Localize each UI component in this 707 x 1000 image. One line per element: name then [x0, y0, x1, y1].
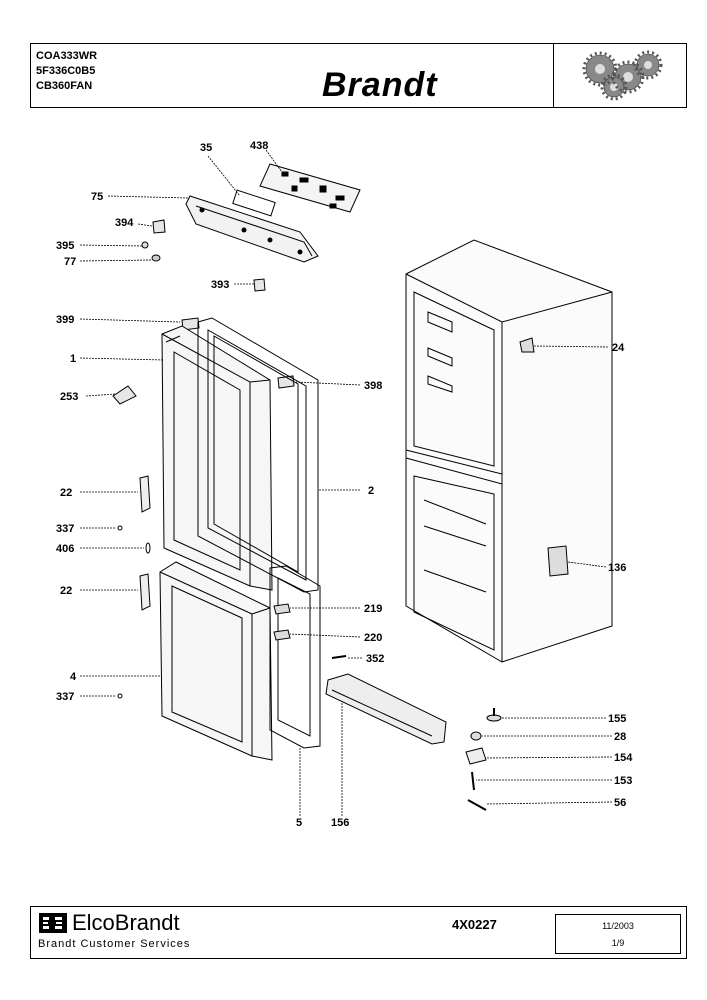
cabinet-drawing: [405, 239, 613, 663]
model-code: 5F336C0B5: [36, 65, 96, 77]
part-label: 5: [296, 817, 302, 829]
part-label: 406: [56, 543, 74, 555]
part-label: 395: [56, 240, 74, 252]
model-code: CB360FAN: [36, 80, 93, 92]
circuit-board-drawing: [259, 163, 361, 213]
elcobrandt-logo-icon: [38, 912, 68, 939]
part-label: 156: [331, 817, 349, 829]
brand-logo: Brandt: [322, 66, 438, 104]
model-list: COA333WR 5F336C0B5 CB360FAN: [36, 49, 97, 94]
part-label: 220: [364, 632, 382, 644]
part-label: 438: [250, 140, 268, 152]
part-label: 337: [56, 523, 74, 535]
service-name: Brandt Customer Services: [38, 938, 191, 950]
part-label: 155: [608, 713, 626, 725]
part-label: 219: [364, 603, 382, 615]
plinth-drawing: [325, 673, 447, 745]
part-label: 337: [56, 691, 74, 703]
part-label: 4: [70, 671, 77, 683]
part-label: 35: [200, 142, 212, 154]
part-label: 153: [614, 775, 632, 787]
part-label: 24: [612, 342, 625, 354]
part-label: 398: [364, 380, 382, 392]
company-name: ElcoBrandt: [72, 910, 180, 935]
part-label: 136: [608, 562, 626, 574]
upper-gasket-drawing: [197, 317, 319, 593]
part-label: 154: [614, 752, 633, 764]
part-label: 393: [211, 279, 229, 291]
part-label: 399: [56, 314, 74, 326]
part-label: 22: [60, 585, 72, 597]
gear-logo-box: [553, 43, 688, 108]
part-label: 253: [60, 391, 78, 403]
upper-door-drawing: [161, 325, 273, 591]
part-label: 75: [91, 191, 103, 203]
control-panel-drawing: [185, 189, 319, 263]
footer-box: [30, 906, 687, 959]
header-box: [30, 43, 687, 108]
part-label: 22: [60, 487, 72, 499]
gears-icon: [582, 50, 663, 101]
part-label: 2: [368, 485, 374, 497]
lower-door-drawing: [159, 561, 273, 761]
date-page-box: [555, 914, 681, 954]
part-label: 28: [614, 731, 626, 743]
leader-lines: [79, 149, 613, 816]
page-number: 1/9: [611, 938, 625, 948]
part-label: 352: [366, 653, 384, 665]
part-label: 77: [64, 256, 76, 268]
part-label: 394: [115, 217, 134, 229]
part-label: 1: [70, 353, 76, 365]
model-code: COA333WR: [36, 50, 98, 62]
document-date: 11/2003: [602, 921, 634, 931]
document-reference: 4X0227: [452, 917, 497, 932]
lower-gasket-drawing: [269, 565, 321, 749]
part-label: 56: [614, 797, 626, 809]
